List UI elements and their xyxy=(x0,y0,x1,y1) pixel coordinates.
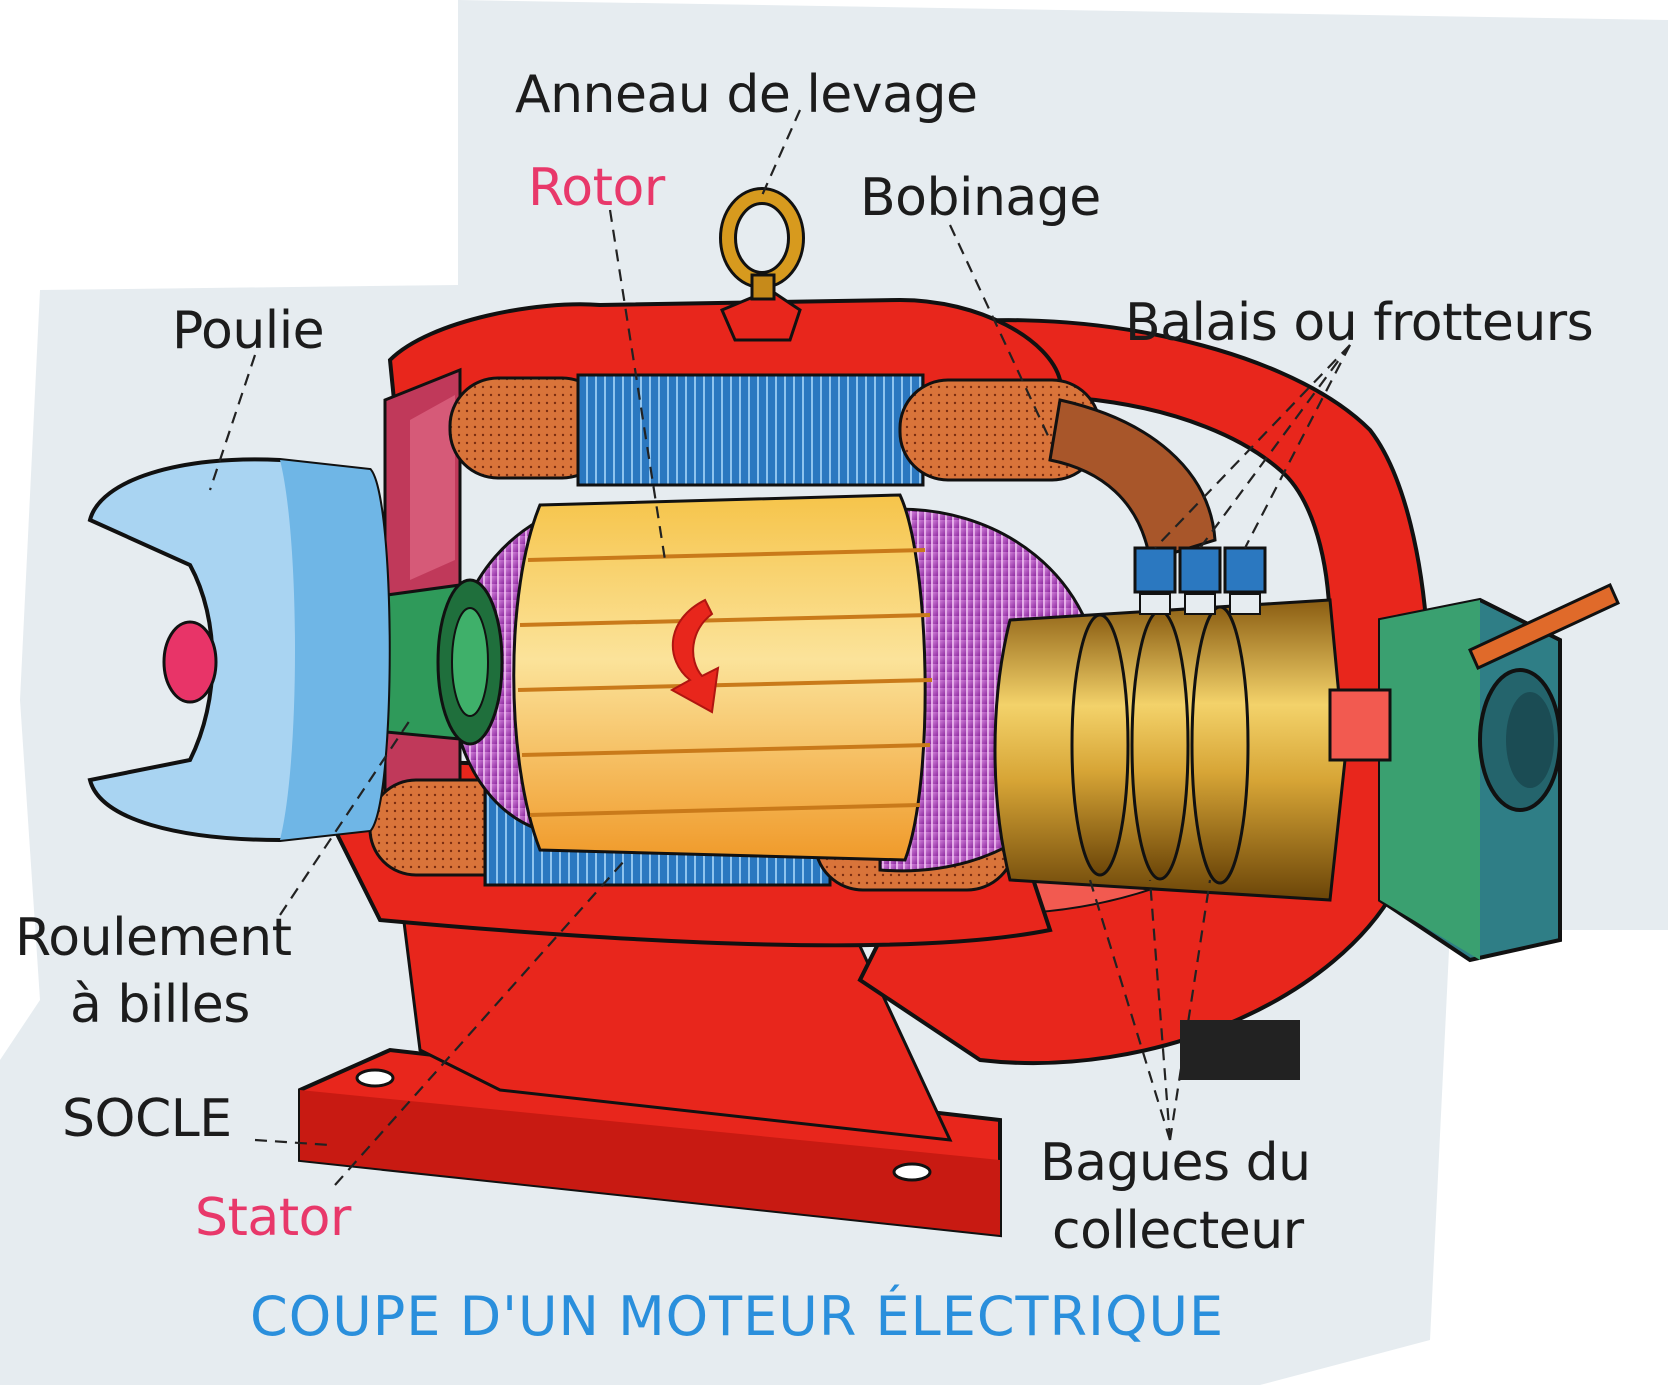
pulley xyxy=(87,457,391,843)
bolt-hole xyxy=(355,1068,395,1088)
label-rotor: Rotor xyxy=(528,158,666,218)
pulley-nut xyxy=(162,620,218,704)
terminal-box xyxy=(1378,582,1620,963)
lever-handle xyxy=(1468,582,1620,671)
diagram-title: COUPE D'UN MOTEUR ÉLECTRIQUE xyxy=(250,1285,1224,1348)
frame-foot xyxy=(1180,1020,1300,1080)
label-anneau-de-levage: Anneau de levage xyxy=(515,65,977,125)
stator-top xyxy=(448,373,1102,487)
leader-lines xyxy=(208,109,1351,1186)
collector-rings xyxy=(993,598,1392,902)
label-bagues-line1: Bagues du xyxy=(1040,1133,1311,1193)
label-stator: Stator xyxy=(195,1188,352,1248)
label-balais-ou-frotteurs: Balais ou frotteurs xyxy=(1125,293,1593,353)
rotor-core xyxy=(512,493,933,862)
label-roulement-line1: Roulement xyxy=(15,908,292,968)
ball-bearing xyxy=(363,578,504,746)
bobinage-winding xyxy=(1048,398,1217,562)
label-socle: SOCLE xyxy=(62,1089,232,1149)
rotation-arrow-icon xyxy=(669,598,720,714)
label-bobinage: Bobinage xyxy=(860,168,1101,228)
bolt-hole xyxy=(892,1162,932,1182)
label-roulement-line2: à billes xyxy=(70,975,250,1035)
lifting-ring xyxy=(719,187,805,342)
label-poulie: Poulie xyxy=(172,301,324,361)
brushes xyxy=(1133,546,1267,615)
label-bagues-line2: collecteur xyxy=(1052,1201,1305,1261)
